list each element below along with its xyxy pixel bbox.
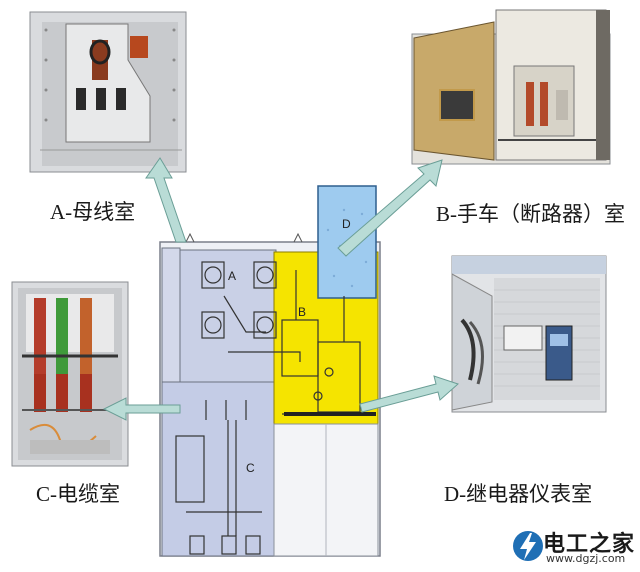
logo-url: www.dgzj.com (546, 552, 626, 565)
compartment-a (179, 249, 277, 383)
compartment-d (317, 185, 377, 299)
photo-relay-compartment (451, 255, 607, 413)
arrows (102, 157, 459, 421)
logo-name: 电工之家 (543, 532, 636, 557)
cabinet-label-a: A (228, 269, 236, 283)
cabinet-cross-section (159, 185, 381, 557)
cabinet-label-d: D (342, 217, 351, 231)
photo-cable-compartment (11, 281, 129, 467)
photo-busbar-compartment (29, 11, 187, 173)
arrow-to-relay (359, 375, 459, 413)
cabinet-label-b: B (298, 305, 306, 319)
caption-busbar: A-母线室 (50, 200, 136, 224)
photo-breaker-compartment (411, 9, 611, 165)
caption-breaker: B-手车（断路器）室 (436, 202, 625, 226)
arrow-to-busbar (145, 157, 187, 243)
site-logo (508, 522, 636, 570)
arrow-to-cable (102, 397, 181, 421)
cabinet-label-c: C (246, 461, 255, 475)
arrow-to-breaker (337, 159, 443, 257)
caption-cable: C-电缆室 (36, 482, 120, 506)
caption-relay: D-继电器仪表室 (444, 482, 593, 506)
